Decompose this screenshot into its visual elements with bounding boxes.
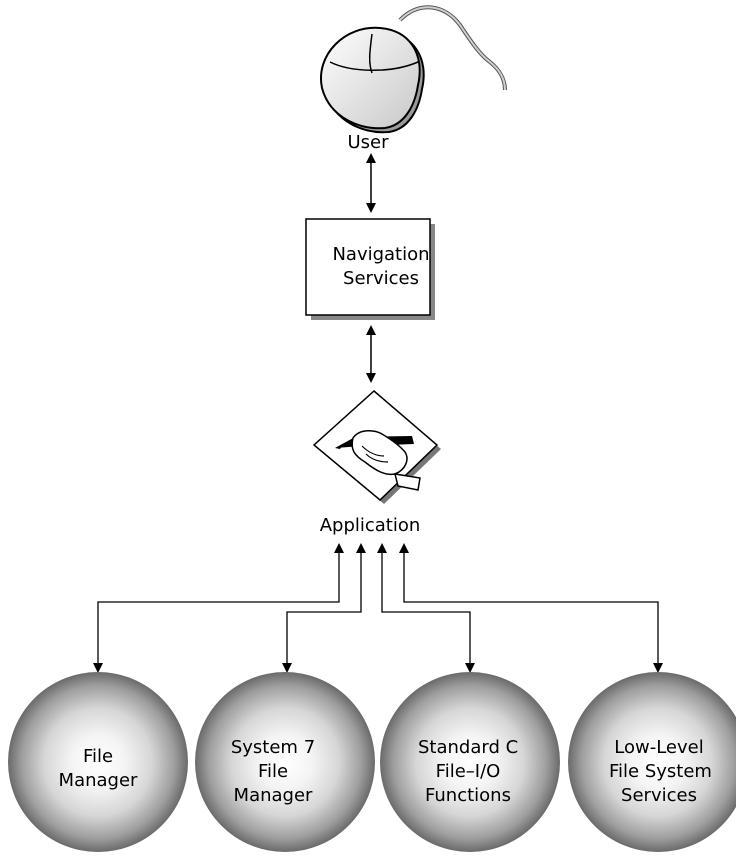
component-label-line: Manager xyxy=(233,785,313,806)
component-label-line: Services xyxy=(621,785,697,806)
component-label-line: Functions xyxy=(425,785,511,806)
sphere-system7-file-manager xyxy=(195,672,375,852)
component-label-line: File xyxy=(257,761,289,782)
navigation-services-box xyxy=(305,218,435,320)
connector-standard-c xyxy=(377,543,475,673)
component-label-line: File xyxy=(82,746,114,767)
connector-low-level xyxy=(399,543,663,673)
navigation-label-line: Services xyxy=(343,268,419,289)
mouse-icon xyxy=(319,5,507,134)
system7-file-manager-label: System 7 File Manager xyxy=(223,736,323,808)
connector-system7-file-manager xyxy=(282,543,366,673)
connector-lines xyxy=(93,543,663,673)
user-label: User xyxy=(347,132,389,153)
component-label-line: File–I/O xyxy=(435,761,501,782)
file-manager-label: File Manager xyxy=(48,745,148,793)
component-label-line: Standard C xyxy=(418,737,519,758)
standard-c-file-io-label: Standard C File–I/O Functions xyxy=(418,736,518,808)
component-label-line: Low-Level xyxy=(614,737,704,758)
component-label-line: Manager xyxy=(58,770,138,791)
connector-file-manager xyxy=(93,543,344,673)
sphere-low-level xyxy=(568,672,736,852)
component-label-line: File System xyxy=(609,761,712,782)
navigation-services-label: Navigation Services xyxy=(331,243,431,291)
application-writing-hand-icon xyxy=(312,390,441,504)
component-label-line: System 7 xyxy=(230,737,316,758)
sphere-file-manager xyxy=(8,672,188,852)
navigation-label-line: Navigation xyxy=(332,244,430,265)
low-level-file-system-label: Low-Level File System Services xyxy=(609,736,712,808)
application-label: Application xyxy=(319,515,421,536)
sphere-standard-c xyxy=(380,672,560,852)
